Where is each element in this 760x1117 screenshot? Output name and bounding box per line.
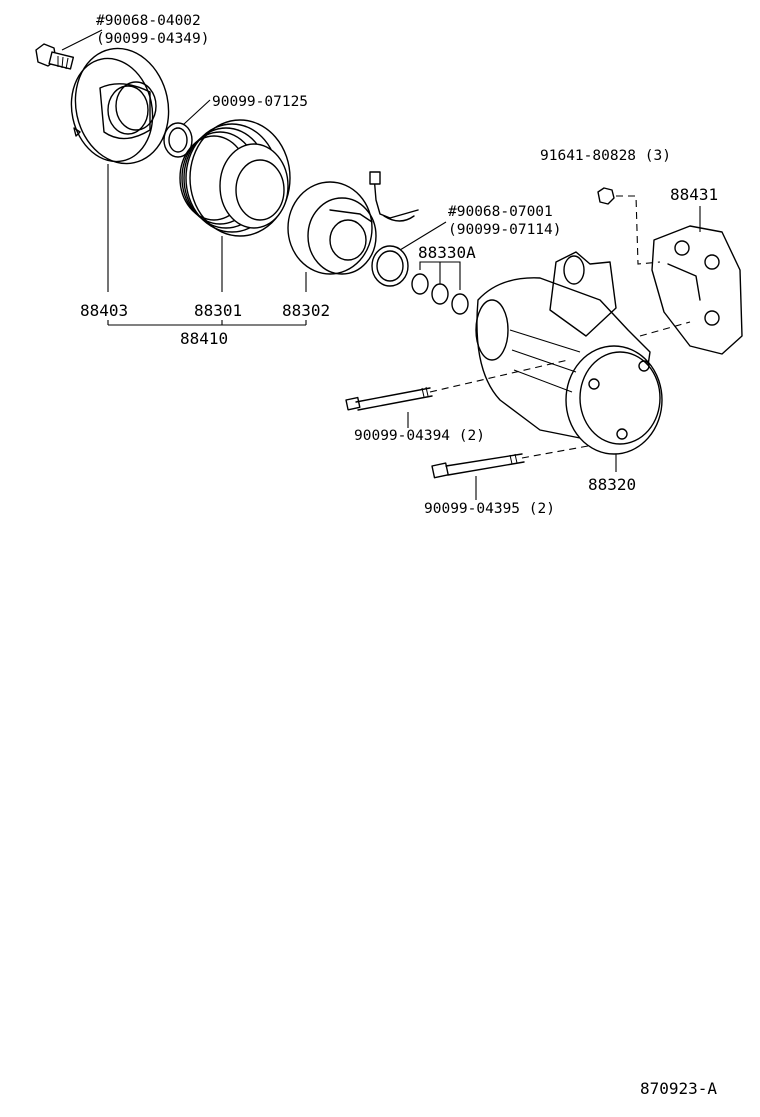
- label-90099-07125: 90099-07125: [212, 94, 308, 110]
- long-bolt-lower-drawing: [431, 453, 525, 479]
- label-91641-80828: 91641-80828 (3): [540, 148, 671, 164]
- snap-ring-drawing: [371, 245, 409, 287]
- label-90068-07001: #90068-07001: [448, 204, 553, 220]
- label-90099-04394: 90099-04394 (2): [354, 428, 485, 444]
- shim-set-drawing: [411, 273, 469, 315]
- label-88301: 88301: [194, 301, 242, 320]
- bracket-drawing: [651, 225, 743, 355]
- label-88330A: 88330A: [418, 243, 476, 262]
- label-88302: 88302: [282, 301, 330, 320]
- clutch-bolt-drawing: [35, 43, 75, 70]
- nut-drawing: [597, 187, 615, 205]
- shim-drawing: [163, 122, 193, 158]
- compressor-drawing: [475, 251, 663, 455]
- long-bolt-upper-drawing: [345, 386, 433, 411]
- label-88431: 88431: [670, 185, 718, 204]
- pulley-drawing: [179, 119, 291, 237]
- label-88410: 88410: [180, 329, 228, 348]
- label-88403: 88403: [80, 301, 128, 320]
- stator-coil-drawing: [287, 171, 419, 275]
- label-90068-04002: #90068-04002: [96, 13, 201, 29]
- diagram-reference-code: 870923-A: [640, 1079, 717, 1098]
- label-90099-04349: (90099-04349): [96, 31, 210, 47]
- pressure-plate-drawing: [70, 47, 170, 165]
- label-88320: 88320: [588, 475, 636, 494]
- label-90099-04395: 90099-04395 (2): [424, 501, 555, 517]
- label-90099-07114: (90099-07114): [448, 222, 562, 238]
